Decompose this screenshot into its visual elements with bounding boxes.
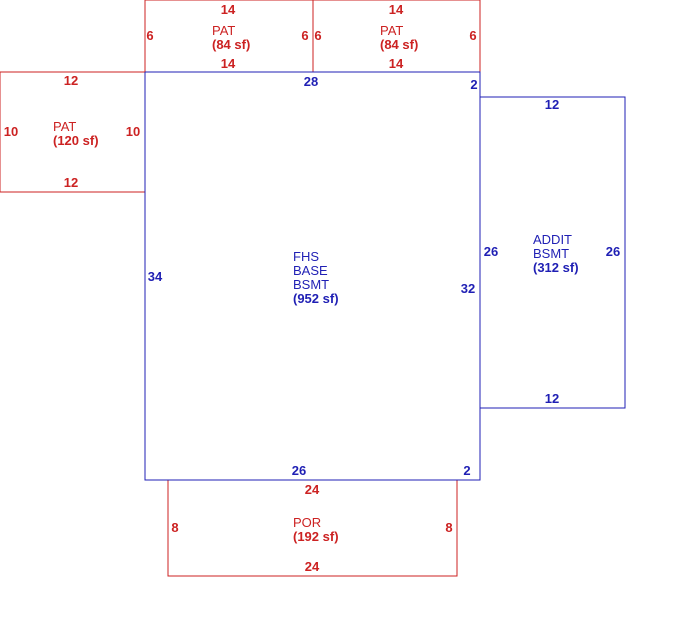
base-label-line3: BSMT <box>293 277 329 292</box>
pat-top-left-area: 14 14 6 6 PAT (84 sf) <box>144 0 314 73</box>
por-left-dim: 8 <box>171 520 178 535</box>
addit-area-label: (312 sf) <box>533 260 579 275</box>
base-top-dim: 28 <box>304 74 318 89</box>
base-bsmt-area: 28 2 34 32 26 2 FHS BASE BSMT (952 sf) <box>144 71 481 481</box>
pat-left-area: 12 12 10 10 PAT (120 sf) <box>0 71 146 193</box>
pat-top-right-left-dim: 6 <box>314 28 321 43</box>
base-label-line1: FHS <box>293 249 319 264</box>
pat-top-right-label: PAT <box>380 23 403 38</box>
addit-left-dim: 26 <box>484 244 498 259</box>
pat-top-right-area-label: (84 sf) <box>380 37 418 52</box>
pat-top-right-top-dim: 14 <box>389 2 404 17</box>
addit-right-dim: 26 <box>606 244 620 259</box>
base-top-right-dim: 2 <box>470 77 477 92</box>
base-left-dim: 34 <box>148 269 163 284</box>
pat-left-left-dim: 10 <box>4 124 18 139</box>
pat-left-area-label: (120 sf) <box>53 133 99 148</box>
pat-top-right-right-dim: 6 <box>469 28 476 43</box>
addit-top-dim: 12 <box>545 97 559 112</box>
por-bottom-dim: 24 <box>305 559 320 574</box>
por-label: POR <box>293 515 321 530</box>
por-right-dim: 8 <box>445 520 452 535</box>
base-bottom-dim: 26 <box>292 463 306 478</box>
pat-top-left-area-label: (84 sf) <box>212 37 250 52</box>
addit-label-line1: ADDIT <box>533 232 572 247</box>
pat-left-top-dim: 12 <box>64 73 78 88</box>
base-bottom-right-dim: 2 <box>463 463 470 478</box>
base-right-dim: 32 <box>461 281 475 296</box>
base-label-line2: BASE <box>293 263 328 278</box>
pat-top-left-bottom-dim: 14 <box>221 56 236 71</box>
addit-bsmt-area: 12 12 26 26 ADDIT BSMT (312 sf) <box>480 96 626 409</box>
pat-left-right-dim: 10 <box>126 124 140 139</box>
pat-top-left-top-dim: 14 <box>221 2 236 17</box>
pat-top-left-right-dim: 6 <box>301 28 308 43</box>
pat-left-bottom-dim: 12 <box>64 175 78 190</box>
addit-bsmt-outline <box>480 96 626 409</box>
addit-label-line2: BSMT <box>533 246 569 261</box>
base-bsmt-outline <box>144 71 481 481</box>
pat-top-right-area: 14 14 6 6 PAT (84 sf) <box>312 0 481 73</box>
base-area-label: (952 sf) <box>293 291 339 306</box>
addit-bottom-dim: 12 <box>545 391 559 406</box>
pat-top-left-label: PAT <box>212 23 235 38</box>
por-area: 24 24 8 8 POR (192 sf) <box>167 479 458 577</box>
por-top-dim: 24 <box>305 482 320 497</box>
pat-top-right-bottom-dim: 14 <box>389 56 404 71</box>
pat-left-label: PAT <box>53 119 76 134</box>
pat-top-left-left-dim: 6 <box>146 28 153 43</box>
por-area-label: (192 sf) <box>293 529 339 544</box>
